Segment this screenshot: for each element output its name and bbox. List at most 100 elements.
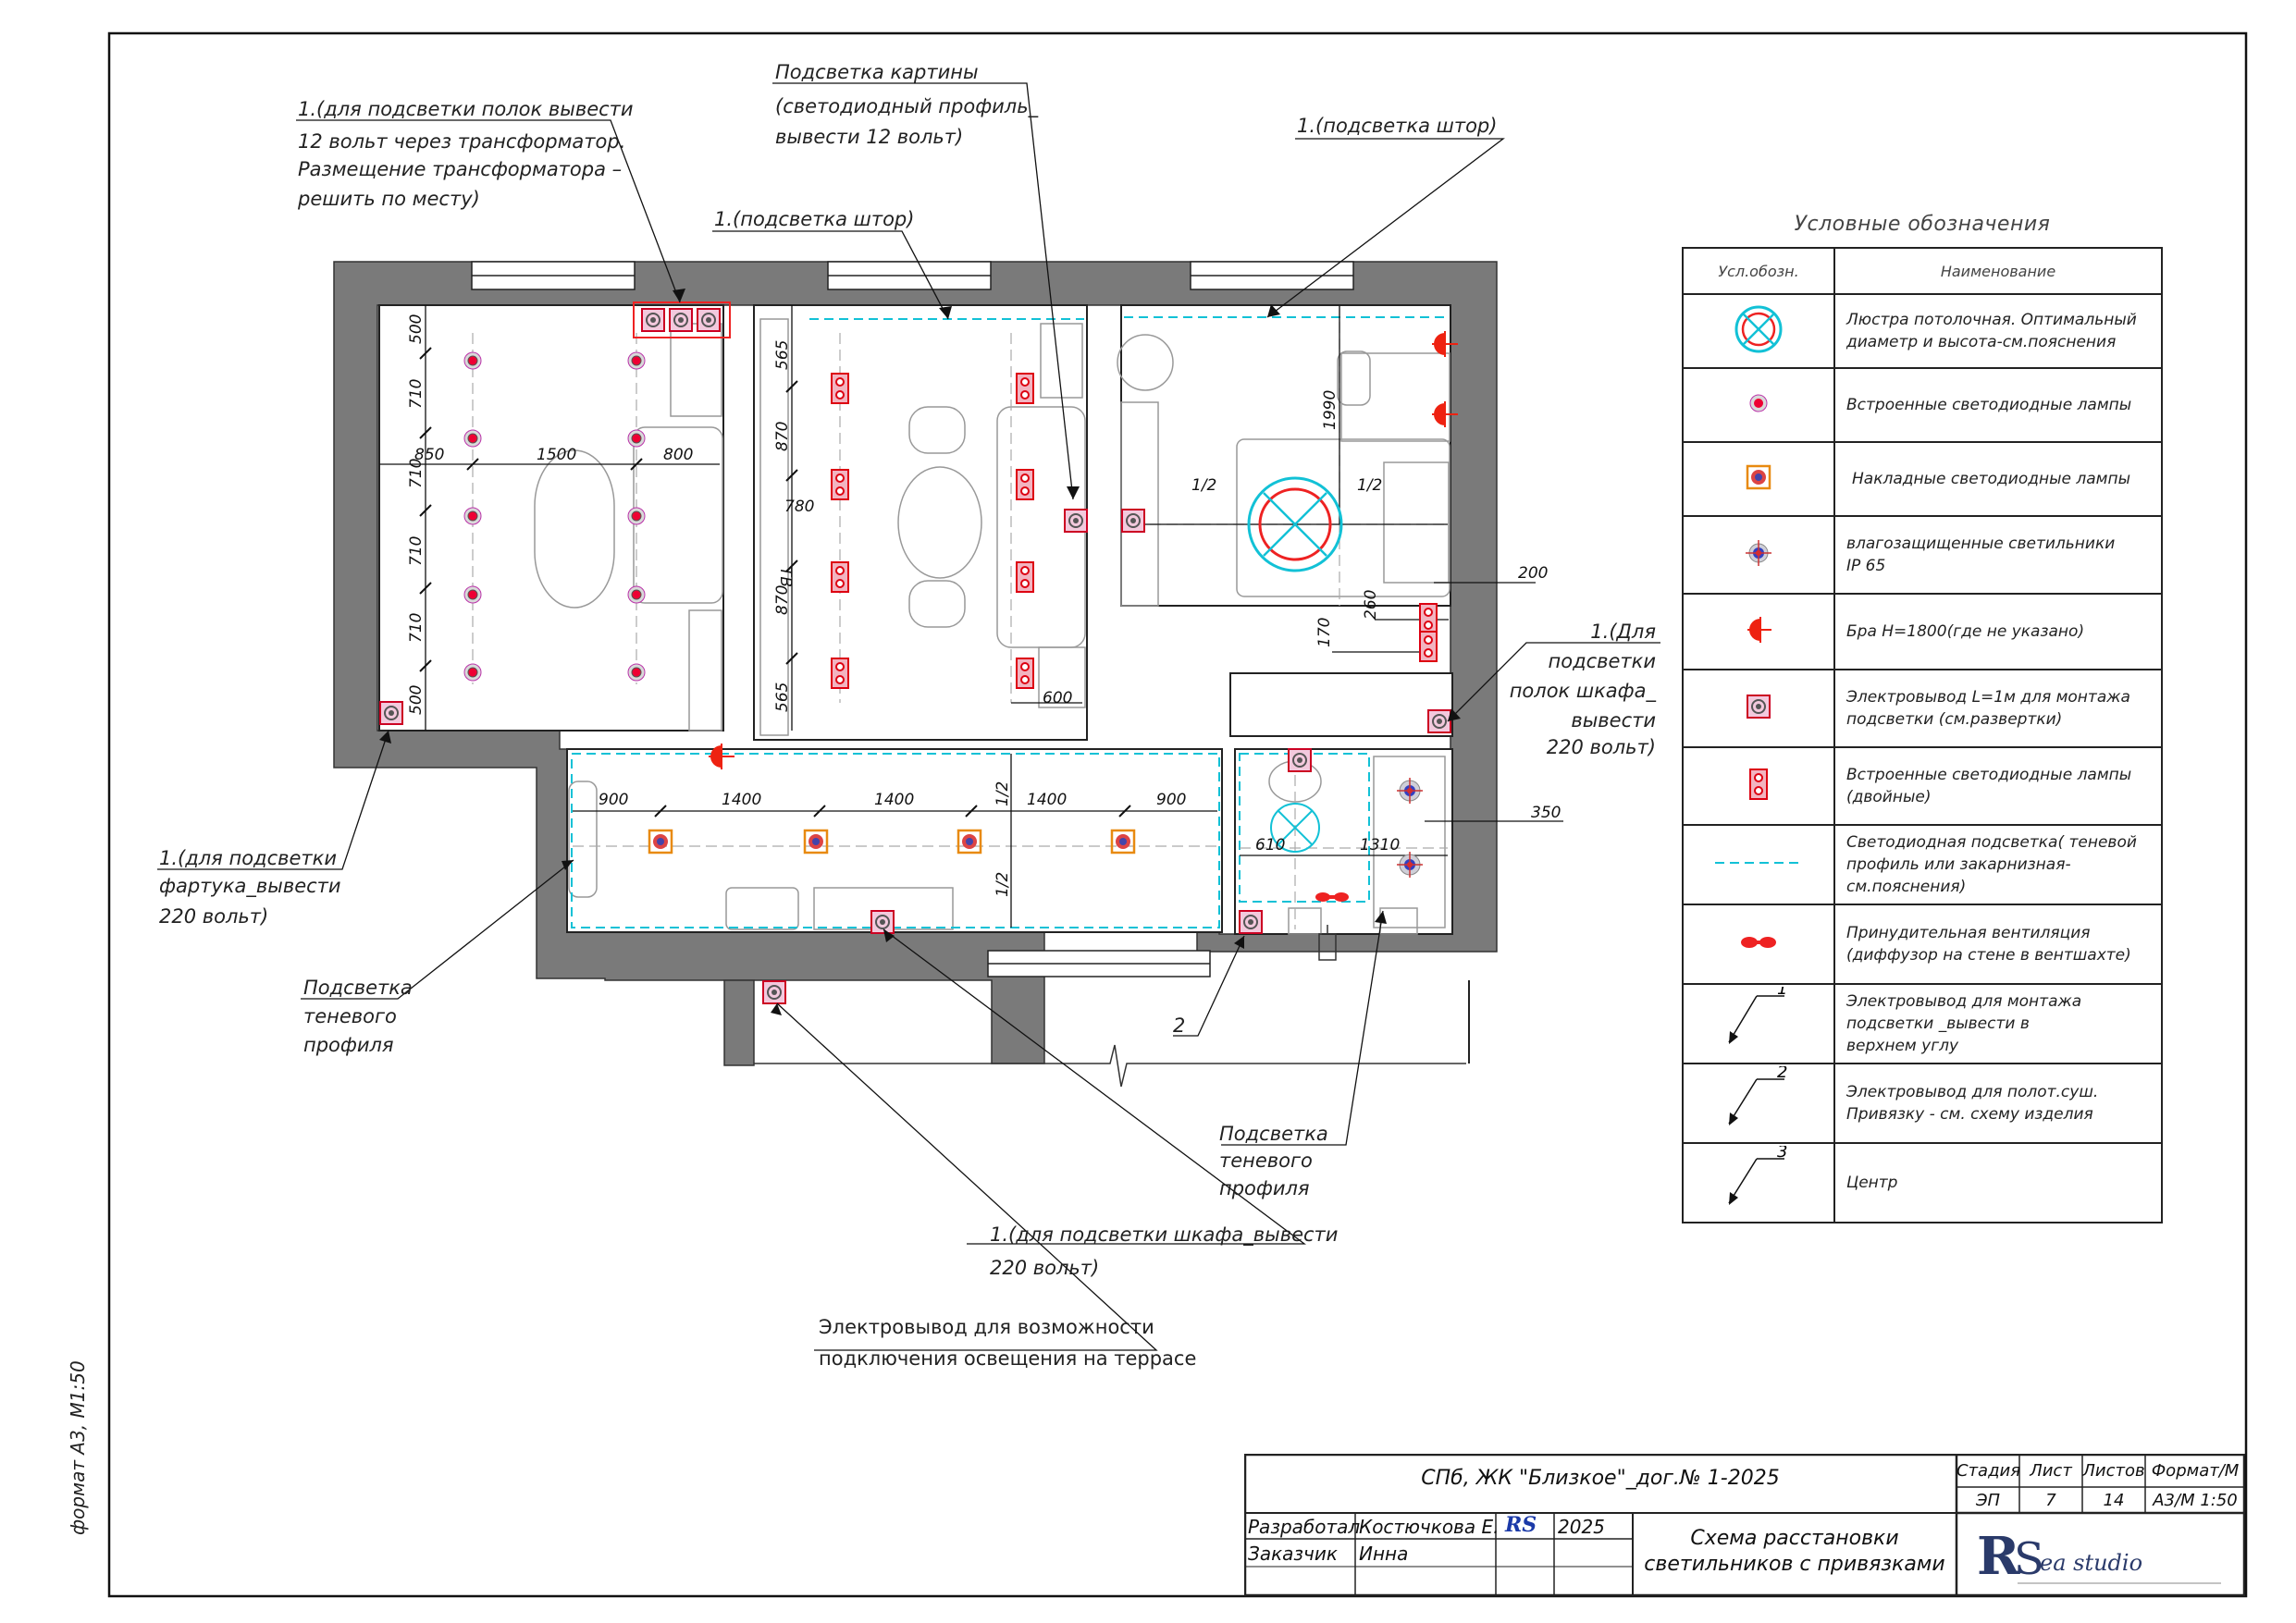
sheet-header: Лист [2030,1461,2072,1481]
legend-title: Условные обозначения [1794,213,2051,236]
svg-text:(светодиодный профиль_: (светодиодный профиль_ [775,95,1039,118]
svg-text:Подсветка: Подсветка [303,977,413,999]
svg-text:565: 565 [773,682,792,712]
dimension-texts: 500 710 710 710 710 500 850 1500 800 565… [407,314,1561,897]
recessed-led-icon [1749,394,1768,412]
svg-text:170: 170 [1315,618,1334,647]
rsea-logo: R S ea studio [1977,1526,2221,1587]
client-label: Заказчик [1248,1543,1338,1565]
svg-text:подсветки: подсветки [1548,650,1656,672]
legend-row: Встроенные светодиодные лампы(двойные) [1682,746,2163,826]
svg-text:подключения освещения на терра: подключения освещения на террасе [819,1347,1196,1370]
legend-row: 3 Центр [1682,1142,2163,1223]
annotation-wardrobe-bottom: 1.(для подсветки шкафа_вывести 220 вольт… [990,1223,1338,1279]
sheet-title: Схема расстановки светильников с привязк… [1644,1527,1945,1576]
svg-text:220 вольт): 220 вольт) [990,1257,1099,1279]
outlet-icon [1747,694,1771,719]
annotation-shadow-right: Подсветка теневого профиля [1219,1123,1328,1199]
sconce-icon [1747,616,1771,643]
svg-text:1/2: 1/2 [1191,476,1216,495]
title-block: СПб, ЖК "Близкое"_дог.№ 1-2025 Стадия Ли… [1244,1454,2245,1596]
svg-text:500: 500 [407,314,426,344]
svg-text:600: 600 [1043,689,1072,707]
legend-row: Бра Н=1800(где не указано) [1682,593,2163,670]
svg-text:1990: 1990 [1321,390,1339,430]
svg-text:1: 1 [1777,987,1787,999]
svg-text:решить по месту): решить по месту) [297,188,480,210]
svg-text:профиля: профиля [1219,1177,1310,1199]
svg-text:350: 350 [1531,804,1561,822]
annotation-shelves-top: 1.(для подсветки полок вывести 12 вольт … [297,98,634,210]
svg-text:850: 850 [414,446,444,464]
chandelier-bath [1270,803,1320,853]
project-name: СПб, ЖК "Близкое"_дог.№ 1-2025 [1421,1467,1780,1490]
svg-text:1/2: 1/2 [994,872,1012,897]
terrace-wall [723,979,755,1066]
svg-text:200: 200 [1518,564,1548,583]
svg-text:1.(для подсветки полок вывест: 1.(для подсветки полок вывести [298,98,634,120]
svg-text:565: 565 [773,340,792,370]
client-name: Инна [1359,1543,1409,1565]
led-strip-icon [1715,861,1802,864]
leader-arrows [379,289,1461,1015]
svg-text:1500: 1500 [537,446,576,464]
svg-text:710: 710 [407,536,426,566]
leader-lines [157,82,1660,1351]
svg-text:вывести: вывести [1571,709,1656,732]
svg-text:260: 260 [1362,590,1380,620]
svg-text:Подсветка картины: Подсветка картины [775,61,979,83]
ventilation-diffuser [1315,892,1349,902]
leader-1-icon: 1 [1728,979,1787,1044]
svg-text:полок шкафа_: полок шкафа_ [1510,680,1657,703]
stage-value: ЭП [1975,1491,2001,1510]
ip65-icon [1746,539,1771,566]
svg-text:12 вольт через трансформатор.: 12 вольт через трансформатор. [298,130,625,153]
annotation-painting: Подсветка картины (светодиодный профиль_… [775,61,1039,148]
double-led-icon [1749,768,1768,800]
annotation-terrace: Электровывод для возможности подключения… [819,1316,1196,1370]
svg-text:Подсветка: Подсветка [1219,1123,1328,1145]
svg-text:870: 870 [773,585,792,615]
format-header: Формат/М [2151,1461,2240,1481]
towel-rail-outlet [1318,925,1337,961]
leader-2-icon: 2 [1728,1063,1787,1125]
windows [471,261,1354,977]
svg-text:Размещение трансформатора –: Размещение трансформатора – [298,158,622,180]
leader-3-icon: 3 [1728,1142,1787,1205]
signature: RS [1505,1513,1537,1537]
legend: Условные обозначения Усл.обозн. Наименов… [1682,213,2163,1223]
break-line [754,1044,1466,1088]
svg-text:900: 900 [599,791,628,809]
svg-text:1310: 1310 [1360,836,1400,855]
svg-text:710: 710 [407,613,426,643]
svg-text:ea studio: ea studio [2040,1550,2142,1576]
format-value: А3/М 1:50 [2153,1491,2238,1510]
annotation-shadow-left: Подсветка теневого профиля [303,977,413,1056]
svg-text:профиля: профиля [303,1034,394,1056]
year: 2025 [1558,1516,1605,1538]
legend-table: Усл.обозн. Наименование Люстра потолочна… [1682,247,2163,1223]
svg-text:S: S [2014,1533,2044,1585]
svg-text:Электровывод для возможности: Электровывод для возможности [819,1316,1154,1338]
svg-text:вывести 12 вольт): вывести 12 вольт) [775,126,963,148]
svg-text:710: 710 [407,459,426,488]
annotation-apron: 1.(для подсветки фартука_вывести 220 вол… [159,847,341,928]
svg-text:870: 870 [773,422,792,451]
legend-row: Встроенные светодиодные лампы [1682,367,2163,443]
svg-text:3: 3 [1777,1146,1787,1162]
legend-col-symbol: Усл.обозн. [1682,247,1835,295]
svg-text:1400: 1400 [1027,791,1067,809]
sheets-header: Листов [2082,1461,2145,1481]
svg-text:1400: 1400 [722,791,761,809]
developer-label: Разработал [1248,1516,1361,1538]
svg-text:фартука_вывести: фартука_вывести [159,875,341,898]
svg-text:220 вольт): 220 вольт) [1547,736,1656,758]
sheets-value: 14 [2103,1491,2125,1510]
svg-text:2: 2 [1777,1066,1787,1082]
svg-text:1.(для подсветки шкафа_вывести: 1.(для подсветки шкафа_вывести [990,1223,1338,1247]
stage-header: Стадия [1957,1461,2021,1481]
annotation-curtains-right: 1.(подсветка штор) [1297,115,1497,137]
svg-text:1.(Для: 1.(Для [1590,621,1656,643]
